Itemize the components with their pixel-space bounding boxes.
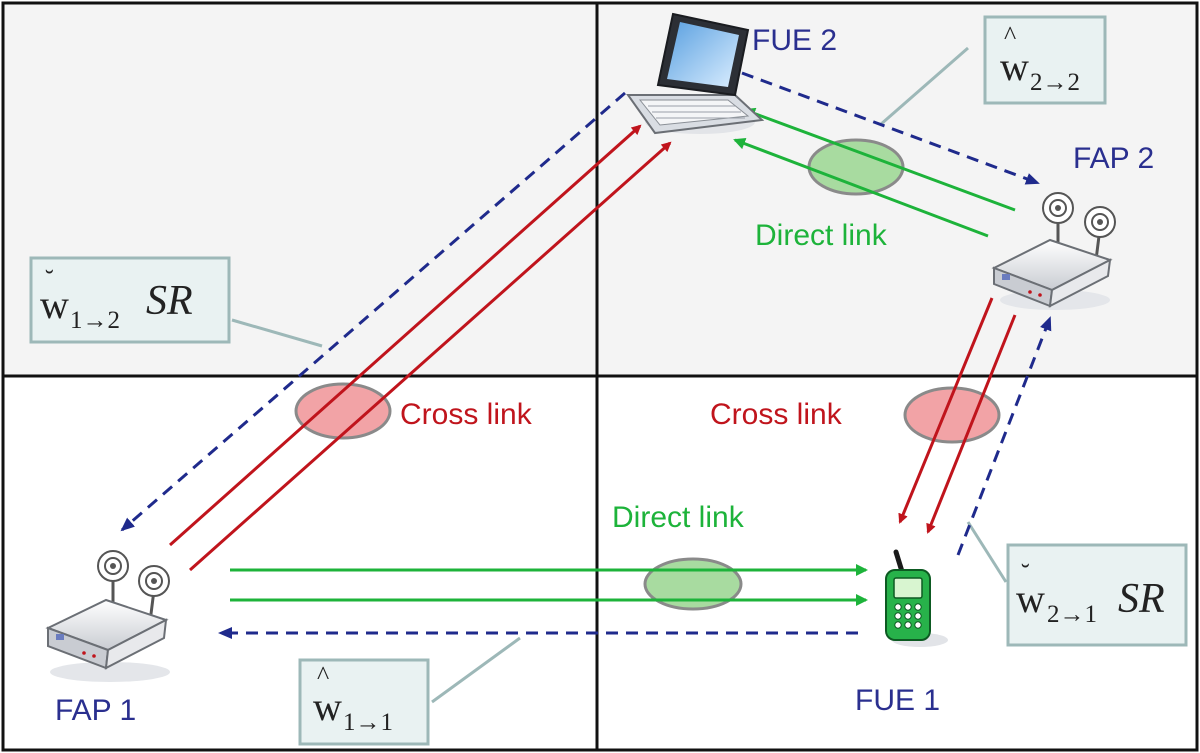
w11-subscript: 1→1	[343, 709, 393, 736]
label-box-w22: w ^ 2→2	[983, 15, 1107, 105]
cross-link-label-left: Cross link	[400, 398, 533, 431]
fue2-label: FUE 2	[752, 24, 837, 57]
direct-link-label-top: Direct link	[755, 219, 888, 252]
connector-w21	[966, 521, 1008, 583]
connector-w22	[879, 46, 969, 127]
fue1-label: FUE 1	[855, 684, 940, 717]
mobile-phone-icon	[885, 549, 948, 647]
cross-link-arrow-fap1-fue2-a	[169, 124, 642, 547]
direct-link-label-bottom: Direct link	[612, 501, 745, 534]
w22-base: w	[1000, 44, 1029, 89]
connector-w11	[431, 636, 521, 704]
cross-link-arrow-fap1-fue2-b	[189, 141, 672, 572]
w22-accent: ^	[1004, 21, 1016, 50]
fap2-label: FAP 2	[1073, 142, 1154, 175]
router-icon-fap1	[45, 550, 170, 682]
connector-w12	[231, 318, 323, 348]
w21-base: w	[1016, 576, 1045, 621]
fap1-label: FAP 1	[55, 694, 136, 727]
router-icon-fap2	[991, 192, 1116, 310]
label-box-w12: w ˘ 1→2 SR	[29, 256, 231, 344]
label-box-w11: w ^ 1→1	[298, 658, 430, 746]
cross-link-ellipse-right	[903, 386, 1001, 444]
w11-accent: ^	[317, 661, 329, 690]
w21-accent: ˘	[1021, 559, 1030, 588]
w21-subscript: 2→1	[1047, 601, 1097, 628]
feedback-arrow-fue1-fap2	[956, 316, 1052, 556]
feedback-arrow-fue2-fap1	[120, 91, 626, 532]
cross-link-ellipse-left	[294, 382, 392, 440]
w22-subscript: 2→2	[1030, 69, 1080, 96]
w11-base: w	[313, 684, 342, 729]
direct-link-arrow-fap2-fue2-b	[733, 137, 989, 238]
w12-subscript: 1→2	[70, 307, 120, 334]
w12-accent: ˘	[45, 265, 54, 294]
w21-suffix: SR	[1118, 576, 1165, 622]
cross-link-label-right: Cross link	[710, 398, 843, 431]
label-box-w21: w ˘ 2→1 SR	[1006, 543, 1188, 647]
cross-link-arrow-fap2-fue1-a	[898, 297, 994, 524]
laptop-icon	[626, 12, 765, 135]
w12-base: w	[40, 282, 69, 327]
direct-link-arrow-fap2-fue2-a	[743, 107, 1016, 212]
cross-link-arrow-fap2-fue1-b	[926, 314, 1017, 534]
feedback-arrow-fue2-fap2	[741, 71, 1040, 185]
w12-suffix: SR	[146, 278, 193, 324]
